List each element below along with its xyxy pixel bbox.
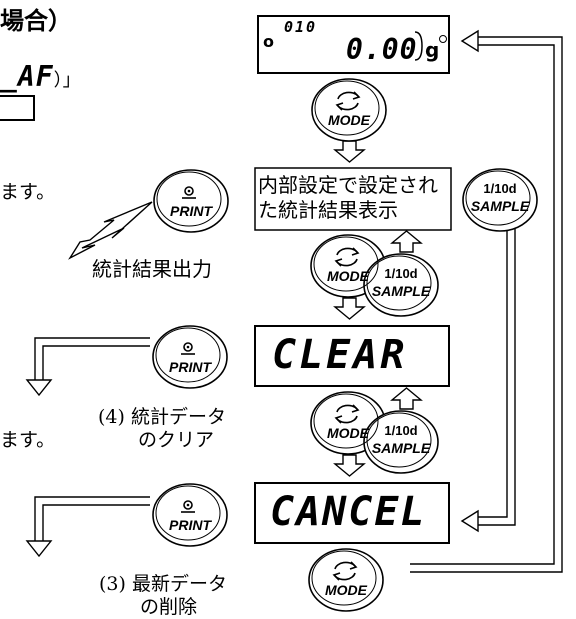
sample-button-1[interactable]: 1/10d SAMPLE xyxy=(463,169,537,231)
print-button-2[interactable]: PRINT xyxy=(153,326,227,388)
sample-oval-2 xyxy=(363,253,439,317)
display-weight-value: 0.00 xyxy=(346,33,418,66)
mode-button-label: MODE xyxy=(328,112,370,128)
mode-button-1[interactable]: MODE xyxy=(312,79,386,141)
stat-output-label: 統計結果出力 xyxy=(92,257,212,281)
print-target-icon xyxy=(181,186,196,513)
clear-display-text: CLEAR xyxy=(272,332,408,378)
setting-fragment-code: _AF xyxy=(0,60,54,93)
sample-button-label: SAMPLE xyxy=(371,283,431,299)
down-arrows xyxy=(333,140,366,477)
up-arrows xyxy=(390,230,423,410)
sample-oval-3 xyxy=(363,410,439,474)
delete-step-label: (3) 最新データ xyxy=(99,569,227,596)
sample-button-label: SAMPLE xyxy=(371,440,431,456)
setting-fragment: _AF）」 xyxy=(0,60,81,93)
clear-step-label: (4) 統計データ xyxy=(98,402,226,429)
top-display-frame xyxy=(257,15,450,74)
display-unit: g xyxy=(425,38,440,62)
sample-to-cancel xyxy=(460,222,516,533)
sample-button-3[interactable]: 1/10d SAMPLE xyxy=(364,411,438,473)
print-oval-2 xyxy=(152,325,228,389)
desc-fragment-2: ます。 xyxy=(0,429,56,451)
sample-button-top-label: 1/10d xyxy=(384,266,418,281)
mode-button-3[interactable]: MODE xyxy=(311,392,385,454)
desc-fragment: ます。 xyxy=(0,181,56,203)
clear-step-line1: 統計データ xyxy=(130,406,226,428)
print-clear-hook xyxy=(25,337,150,397)
mode-button-label: MODE xyxy=(325,582,367,598)
print-oval-3 xyxy=(152,483,228,547)
clear-step-line2: のクリア xyxy=(138,429,215,451)
mode-button-2[interactable]: MODE xyxy=(311,235,385,297)
sample-oval-1 xyxy=(462,168,538,232)
display-item-number: 010 xyxy=(284,18,318,36)
print-button-label: PRINT xyxy=(169,359,211,375)
clear-display-frame xyxy=(254,325,450,387)
mode-button-label: MODE xyxy=(327,268,369,284)
display-prefix: o xyxy=(263,32,274,51)
delete-step-line1: 最新データ xyxy=(131,573,227,595)
sample-button-2[interactable]: 1/10d SAMPLE xyxy=(364,254,438,316)
lightning-arrow xyxy=(68,201,153,260)
print-button-3[interactable]: PRINT xyxy=(153,484,227,546)
print-button-1[interactable]: PRINT xyxy=(154,170,228,232)
setting-fragment-suffix: ）」 xyxy=(53,70,81,91)
return-loop xyxy=(410,29,563,573)
delete-step-line2: の削除 xyxy=(140,596,198,618)
print-oval-1 xyxy=(153,169,229,233)
print-button-label: PRINT xyxy=(169,517,211,533)
cancel-display-frame xyxy=(254,482,450,544)
sample-button-top-label: 1/10d xyxy=(384,423,418,438)
fragment-box xyxy=(0,95,35,121)
internal-setting-line1: 内部設定で設定され xyxy=(258,173,438,197)
mode-button-4[interactable]: MODE xyxy=(309,549,383,611)
internal-setting-frame xyxy=(254,167,452,231)
mode-button-label: MODE xyxy=(327,425,369,441)
stable-indicator-icon xyxy=(439,35,447,43)
cancel-display-text: CANCEL xyxy=(270,489,427,535)
sample-button-top-label: 1/10d xyxy=(483,181,517,196)
heading-fragment: 場合） xyxy=(0,7,72,35)
rotate-icon xyxy=(332,91,361,581)
delete-step-number: (3) xyxy=(99,573,126,595)
print-button-label: PRINT xyxy=(170,203,212,219)
internal-setting-line2: た統計結果表示 xyxy=(258,198,398,222)
clear-step-number: (4) xyxy=(98,406,125,428)
print-cancel-hook xyxy=(25,496,150,558)
sample-button-label: SAMPLE xyxy=(470,198,530,214)
